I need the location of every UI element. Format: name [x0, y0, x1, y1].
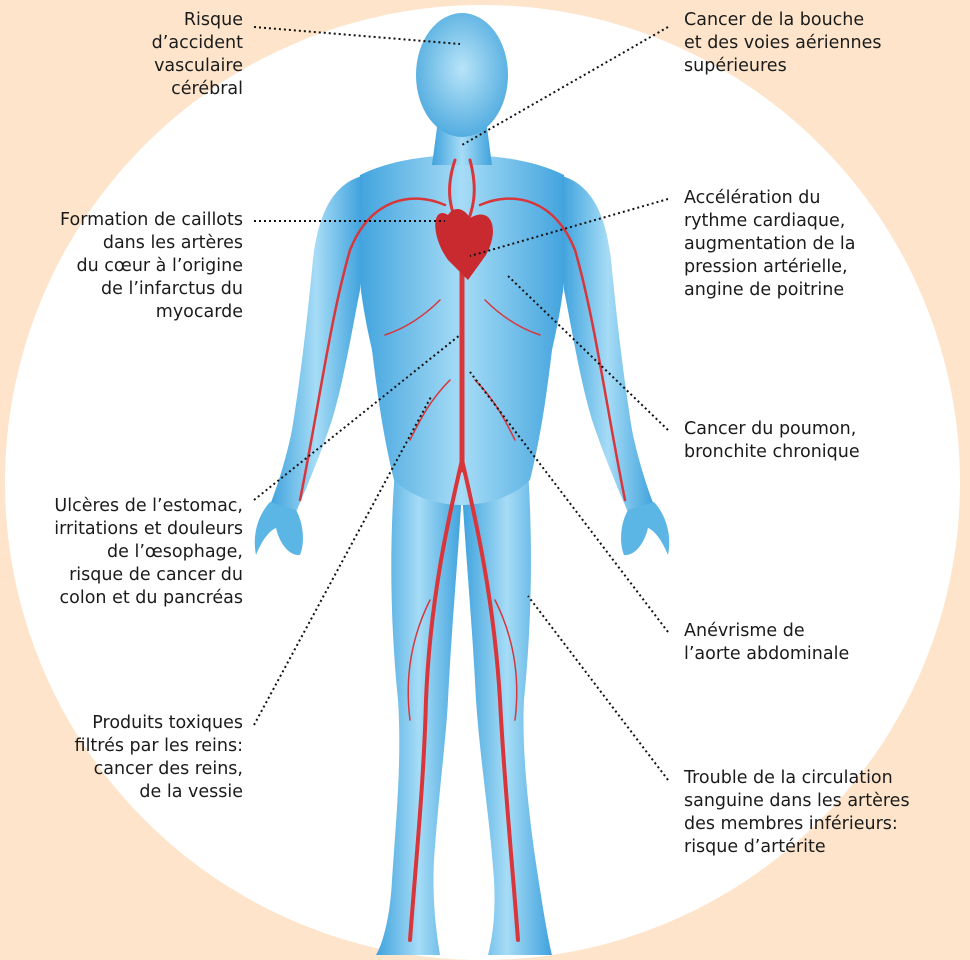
left-arm	[270, 176, 362, 512]
label-ulcers: Ulcères de l’estomac, irritations et dou…	[54, 495, 243, 610]
left-hand	[255, 502, 303, 555]
label-mouth-cancer: Cancer de la bouche et des voies aérienn…	[684, 9, 882, 78]
human-body	[255, 13, 669, 955]
label-lung-cancer: Cancer du poumon, bronchite chronique	[684, 418, 860, 464]
label-stroke-risk: Risque d’accident vasculaire cérébral	[152, 9, 243, 101]
label-clots: Formation de caillots dans les artères d…	[60, 209, 243, 324]
right-hand	[621, 502, 669, 555]
leader-circulation	[528, 596, 668, 780]
label-kidneys: Produits toxiques filtrés par les reins:…	[75, 712, 243, 804]
right-leg	[462, 470, 552, 955]
label-circulation: Trouble de la circulation sanguine dans …	[684, 767, 910, 859]
label-aneurysm: Anévrisme de l’aorte abdominale	[684, 620, 849, 666]
head	[416, 13, 508, 137]
label-heart-rate: Accélération du rythme cardiaque, augmen…	[684, 187, 856, 302]
left-leg	[376, 470, 462, 955]
